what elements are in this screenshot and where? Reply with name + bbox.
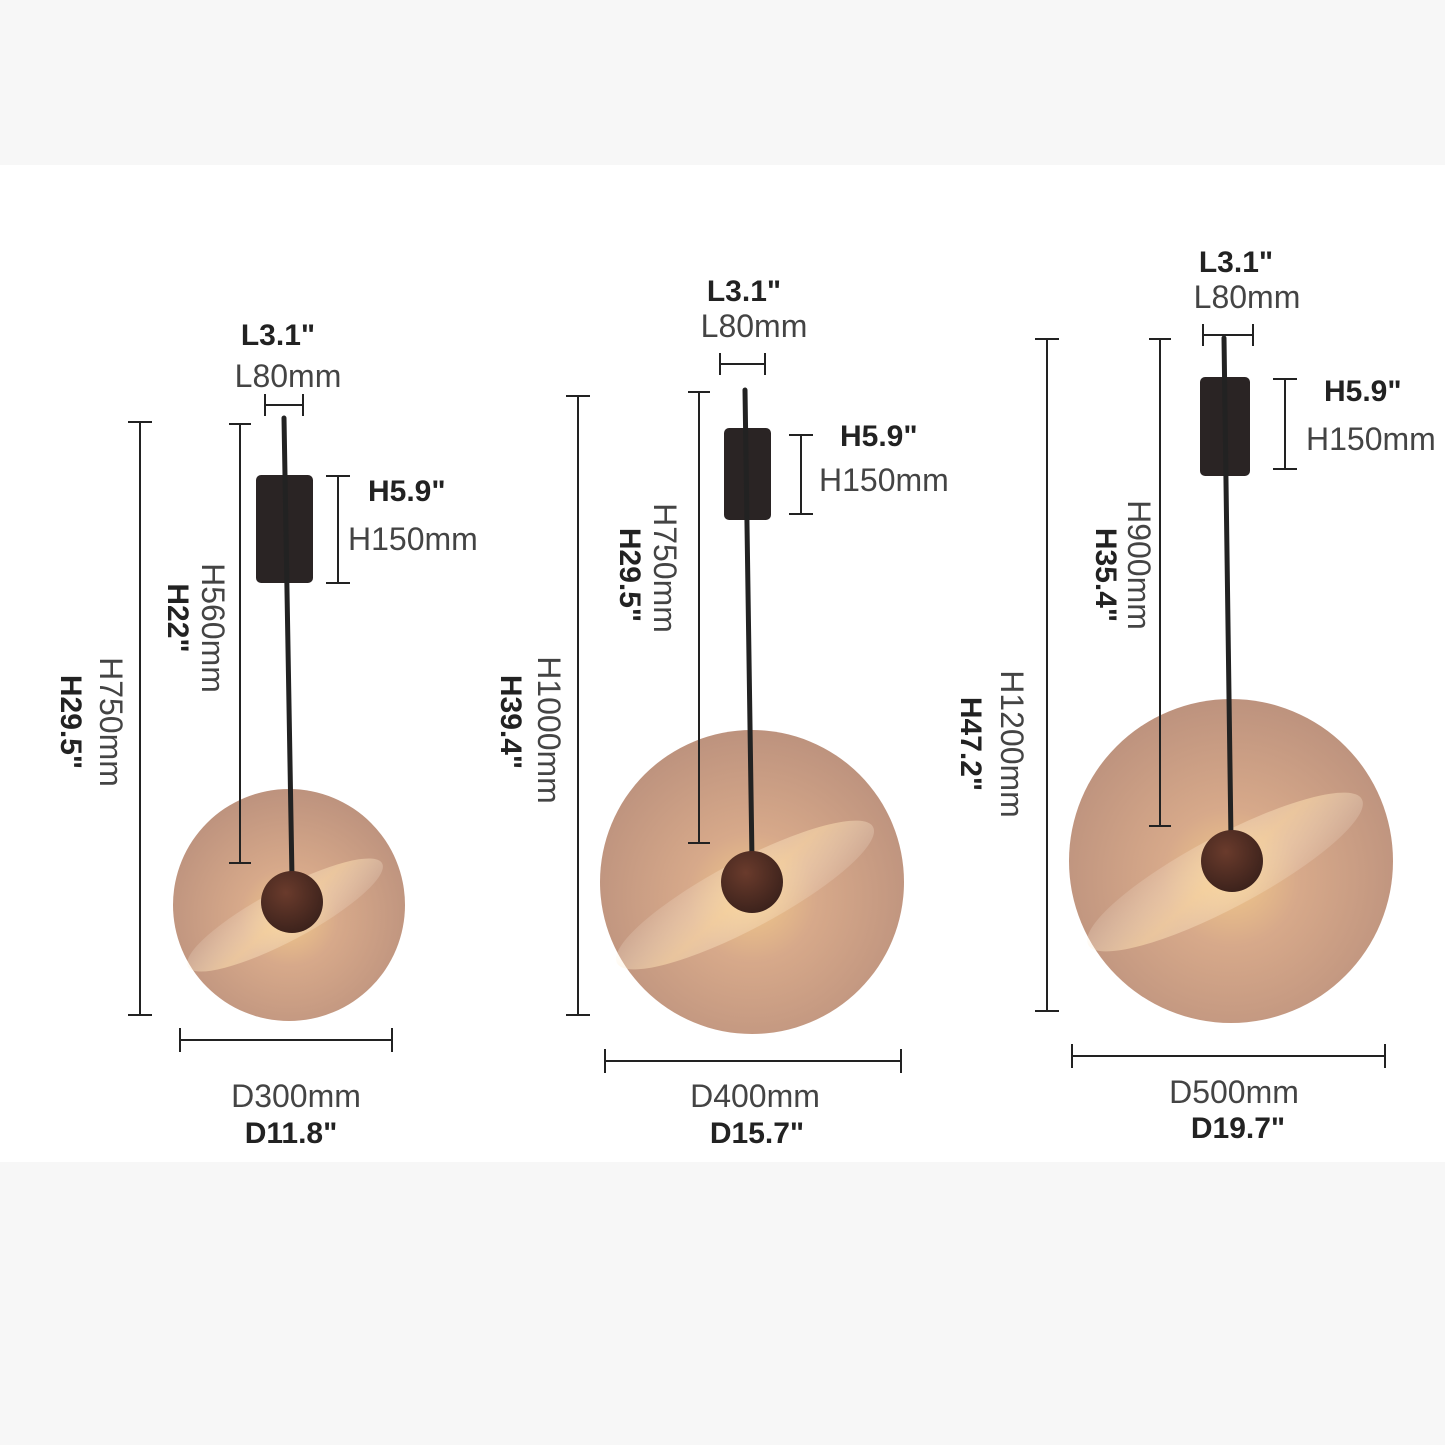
lamp2-total-height-mm: H1000mm — [531, 656, 567, 804]
lamp2-base-length-in: L3.1" — [706, 275, 782, 308]
dim-line-base-height — [1273, 378, 1297, 470]
lamp1-total-height-in: H29.5" — [54, 674, 87, 770]
lamp3-total-height-in: H47.2" — [954, 696, 987, 792]
lamp3-arm-height-mm: H900mm — [1121, 500, 1157, 630]
dim-line-diameter — [179, 1028, 393, 1052]
dim-line-base-length — [1202, 324, 1254, 346]
lamp2-base-height-in: H5.9" — [840, 420, 918, 453]
lamp1-base-height-in: H5.9" — [368, 475, 446, 508]
dim-line-base-height — [326, 475, 350, 584]
lamp-medium — [566, 353, 904, 1073]
lamp-hub — [721, 851, 783, 913]
lamp1-arm-height-mm: H560mm — [195, 563, 231, 693]
lamp-arm — [742, 387, 755, 863]
lamp2-diameter-mm: D400mm — [690, 1078, 820, 1114]
lamp2-diameter-in: D15.7" — [709, 1117, 805, 1150]
dim-line-arm-height — [229, 423, 251, 864]
dim-line-arm-height — [688, 391, 710, 844]
dim-line-diameter — [1071, 1044, 1386, 1068]
dim-line-base-length — [264, 394, 304, 416]
lamp3-base-length-in: L3.1" — [1198, 246, 1274, 279]
lamp3-arm-height-in: H35.4" — [1089, 527, 1122, 623]
lamp-arm — [281, 415, 295, 881]
lamp2-base-length-mm: L80mm — [700, 308, 808, 344]
lamp2-arm-height-mm: H750mm — [647, 503, 683, 633]
lamp-large — [1035, 324, 1393, 1068]
dim-line-arm-height — [1149, 338, 1171, 827]
lamp3-base-height-mm: H150mm — [1306, 421, 1436, 457]
dim-line-total-height — [1035, 338, 1059, 1012]
lamp1-diameter-in: D11.8" — [244, 1117, 338, 1150]
lamp3-diameter-mm: D500mm — [1169, 1074, 1299, 1110]
lamp3-total-height-mm: H1200mm — [994, 670, 1030, 818]
dim-line-base-height — [789, 434, 813, 515]
lamp1-diameter-mm: D300mm — [231, 1078, 361, 1114]
dim-line-total-height — [128, 421, 152, 1016]
lamp1-total-height-mm: H750mm — [93, 657, 129, 787]
lamp2-base-height-mm: H150mm — [819, 462, 949, 498]
lamp-hub — [261, 871, 323, 933]
lamp-small — [128, 394, 405, 1052]
dim-line-base-length — [719, 353, 766, 375]
lamp3-base-height-in: H5.9" — [1324, 375, 1402, 408]
dim-line-diameter — [604, 1049, 902, 1073]
dim-line-total-height — [566, 395, 590, 1016]
lamp-arm — [1221, 335, 1234, 843]
lamp1-base-height-mm: H150mm — [348, 521, 478, 557]
lamp1-base-length-mm: L80mm — [234, 358, 342, 394]
lamp1-base-length-in: L3.1" — [240, 319, 316, 352]
lamp1-arm-height-in: H22" — [161, 583, 194, 653]
lamp2-total-height-in: H39.4" — [494, 674, 527, 770]
lamp3-base-length-mm: L80mm — [1193, 279, 1301, 315]
lamp3-diameter-in: D19.7" — [1190, 1112, 1286, 1145]
lamp-hub — [1201, 830, 1263, 892]
lamp2-arm-height-in: H29.5" — [613, 527, 646, 623]
